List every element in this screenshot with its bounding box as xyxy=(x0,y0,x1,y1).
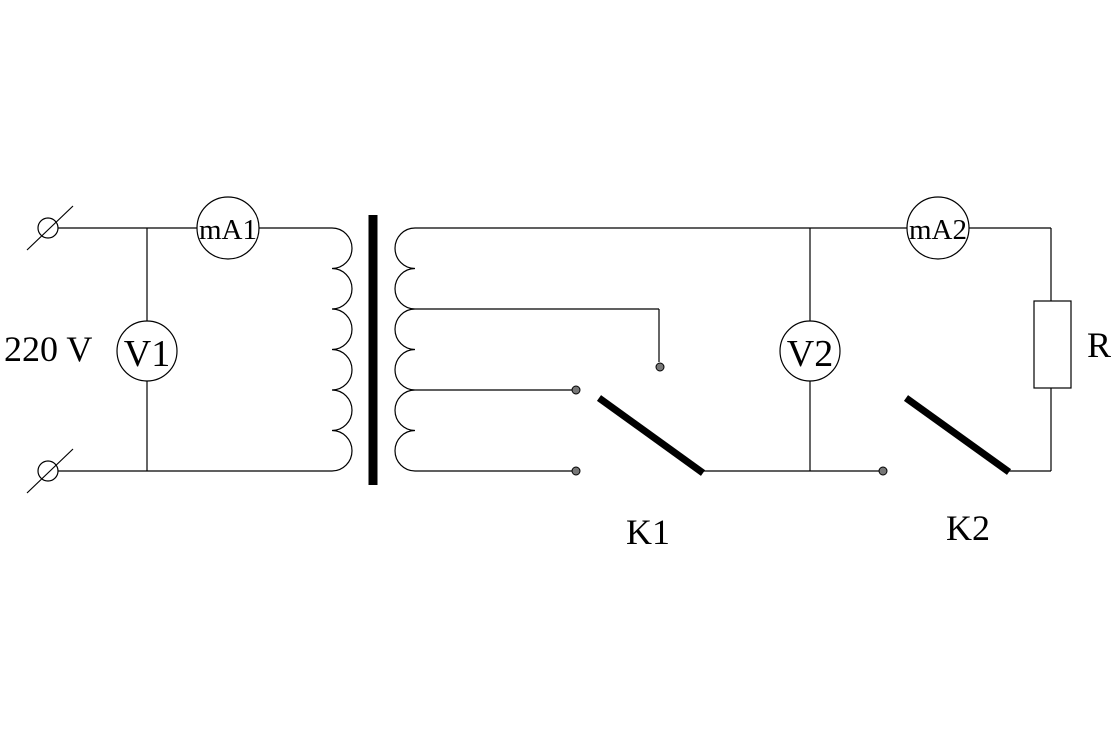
secondary-wires xyxy=(415,227,1052,472)
switch-k2-label: K2 xyxy=(946,508,990,548)
ammeter-ma1: mA1 xyxy=(196,196,260,260)
ammeter-ma2-label: mA2 xyxy=(909,214,967,246)
voltmeter-v2: V2 xyxy=(779,320,841,382)
resistor-symbol xyxy=(1033,300,1072,389)
voltmeter-v1: V1 xyxy=(116,320,178,382)
source-voltage-label: 220 V xyxy=(4,329,92,369)
voltmeter-v2-label: V2 xyxy=(787,333,833,375)
tap-contact-1 xyxy=(655,362,665,372)
k2-contact xyxy=(878,466,888,476)
primary-winding xyxy=(331,227,353,472)
tap-contact-2 xyxy=(571,385,581,395)
ammeter-ma1-label: mA1 xyxy=(199,214,257,246)
ammeter-ma2: mA2 xyxy=(906,196,970,260)
switch-k2-blade xyxy=(903,395,1012,475)
voltmeter-v1-label: V1 xyxy=(124,333,170,375)
primary-wires xyxy=(58,227,332,472)
resistor-label: R xyxy=(1087,325,1111,365)
secondary-winding xyxy=(394,227,416,472)
tap-contact-3 xyxy=(571,466,581,476)
switch-k1-label: K1 xyxy=(626,512,670,552)
switch-k1-blade xyxy=(596,395,706,476)
